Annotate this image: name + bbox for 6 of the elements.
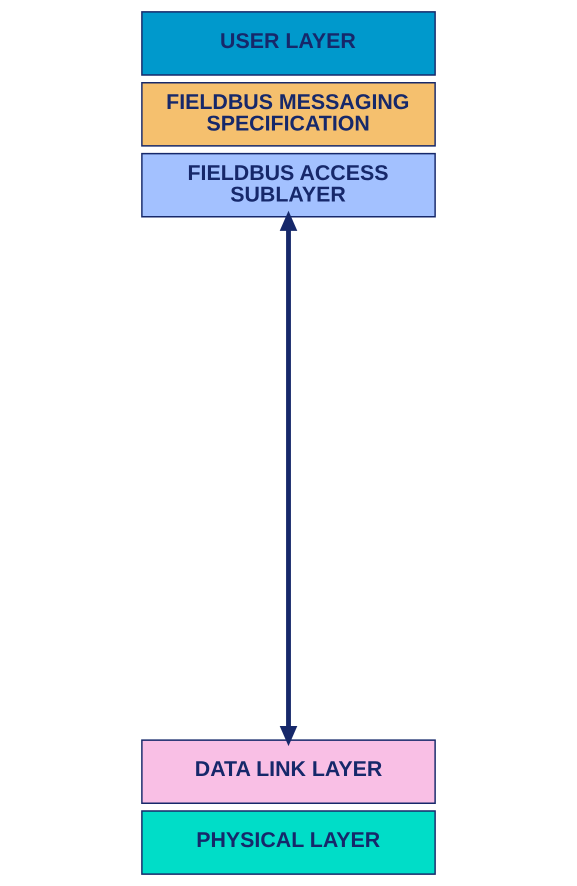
- node-box: USER LAYER: [141, 11, 436, 76]
- node-box: DATA LINK LAYER: [141, 739, 436, 804]
- node-box: FIELDBUS MESSAGING SPECIFICATION: [141, 82, 436, 147]
- node-box: FIELDBUS ACCESS SUBLAYER: [141, 152, 436, 218]
- arrow: [280, 210, 298, 746]
- node-box: PHYSICAL LAYER: [141, 810, 436, 875]
